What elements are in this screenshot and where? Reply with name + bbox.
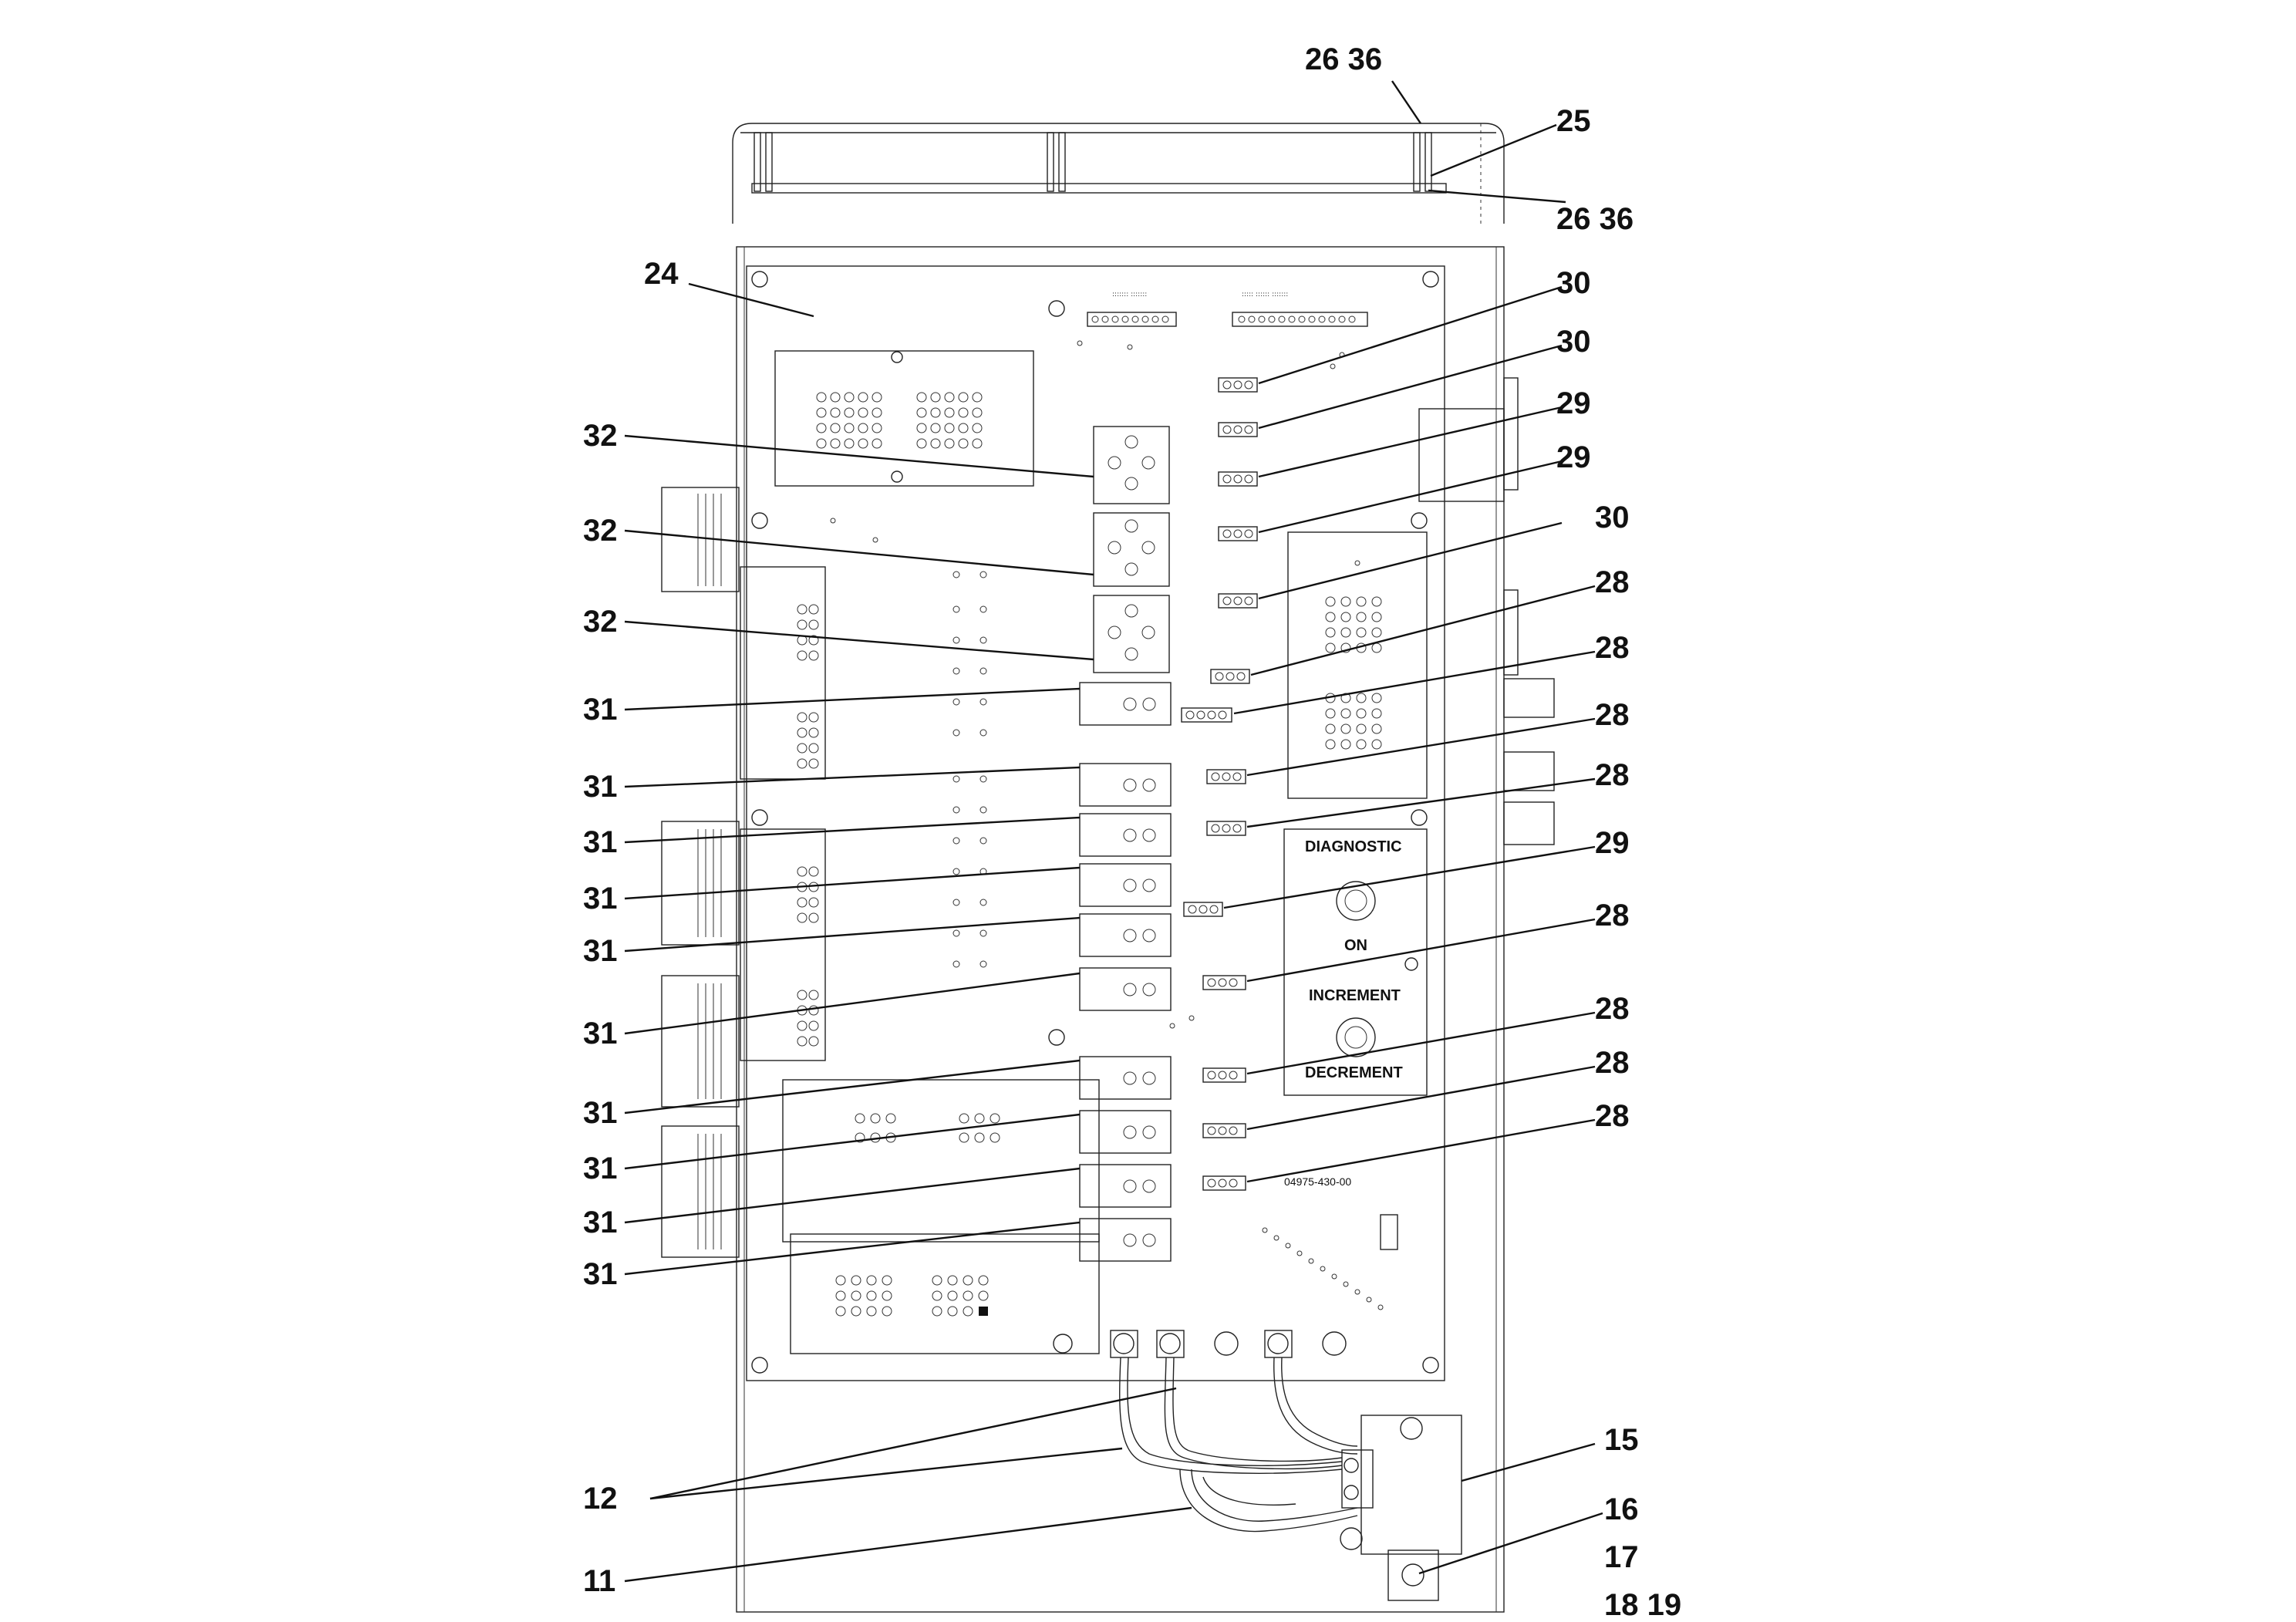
- callout-18-19: 18 19: [1604, 1588, 1681, 1622]
- callout-29-c: 29: [1595, 826, 1630, 860]
- small-header-connectors: [1181, 377, 1258, 1191]
- svg-text:::::::: :::::::: ::::::: :::::::: [1112, 291, 1147, 298]
- callout-labels: 26 36 25 26 36 24 30 30 29 29 30 28 28 2…: [583, 42, 1681, 1622]
- test-point-column: [952, 571, 987, 968]
- board-mounting-screws: [751, 271, 1439, 1374]
- callout-31-a: 31: [583, 693, 618, 727]
- callout-31-c: 31: [583, 825, 618, 859]
- callout-25: 25: [1556, 104, 1591, 138]
- board-detail-dots: [830, 340, 1384, 1310]
- increment-switch-icon: [1336, 1017, 1376, 1057]
- bottom-terminal-posts: [1053, 1330, 1347, 1358]
- callout-24: 24: [644, 257, 679, 291]
- diagnostic-switch-icon: [1336, 881, 1376, 921]
- callout-31-h: 31: [583, 1152, 618, 1185]
- callout-28-f: 28: [1595, 992, 1630, 1026]
- callout-31-g: 31: [583, 1096, 618, 1130]
- increment-label: INCREMENT: [1309, 987, 1401, 1004]
- wire-harness: [1119, 1357, 1358, 1533]
- svg-text:::::: :::::: :::::::: ::::: :::::: :::::::: [1242, 291, 1288, 298]
- callout-28-e: 28: [1595, 899, 1630, 932]
- callout-28-h: 28: [1595, 1099, 1630, 1133]
- callout-30-c: 30: [1595, 501, 1630, 534]
- callout-30-a: 30: [1556, 266, 1591, 300]
- enclosure-outline: [736, 246, 1505, 1613]
- circuit-board: [746, 265, 1445, 1381]
- callout-17: 17: [1604, 1540, 1639, 1574]
- callout-31-f: 31: [583, 1017, 618, 1050]
- callout-31-e: 31: [583, 934, 618, 968]
- right-connector-grid: [1287, 531, 1428, 799]
- callout-30-b: 30: [1556, 325, 1591, 359]
- callout-31-i: 31: [583, 1206, 618, 1239]
- diagnostic-panel: DIAGNOSTIC ON INCREMENT DECREMENT: [1283, 828, 1428, 1096]
- decrement-label: DECREMENT: [1305, 1064, 1403, 1081]
- top-rail-bracket: [732, 123, 1505, 224]
- fuse-holders: [1079, 682, 1172, 1262]
- callout-28-g: 28: [1595, 1046, 1630, 1080]
- callout-28-a: 28: [1595, 565, 1630, 599]
- callout-26-36-bottom: 26 36: [1556, 202, 1633, 236]
- header-j13: [1380, 1214, 1398, 1250]
- on-label: ON: [1344, 937, 1367, 954]
- callout-32-b: 32: [583, 514, 618, 548]
- upper-connector-block: [774, 350, 1034, 487]
- board-part-number: 04975-430-00: [1284, 1175, 1351, 1188]
- left-side-connectors: [661, 487, 740, 1258]
- callout-29-b: 29: [1556, 440, 1591, 474]
- callout-29-a: 29: [1556, 386, 1591, 420]
- top-module-connectors: ::::::: ::::::: ::::: :::::: :::::::: [1087, 291, 1368, 327]
- callout-28-c: 28: [1595, 698, 1630, 732]
- right-wall-plugs: [1418, 377, 1555, 845]
- callout-28-b: 28: [1595, 631, 1630, 665]
- callout-26-36-top: 26 36: [1305, 42, 1382, 76]
- callout-31-j: 31: [583, 1257, 618, 1291]
- relay-bracket: [1340, 1415, 1462, 1601]
- callout-31-b: 31: [583, 770, 618, 804]
- leader-lines: [624, 80, 1603, 1583]
- callout-11: 11: [583, 1564, 615, 1598]
- controller-connector-blocks: [740, 566, 1100, 1354]
- callout-32-c: 32: [583, 605, 618, 639]
- callout-16: 16: [1604, 1492, 1639, 1526]
- callout-12: 12: [583, 1482, 618, 1516]
- callout-32-a: 32: [583, 419, 618, 453]
- callout-15: 15: [1604, 1423, 1639, 1457]
- diagnostic-label: DIAGNOSTIC: [1305, 838, 1402, 855]
- callout-28-d: 28: [1595, 758, 1630, 792]
- callout-31-d: 31: [583, 882, 618, 916]
- relay-sockets: [1093, 426, 1170, 673]
